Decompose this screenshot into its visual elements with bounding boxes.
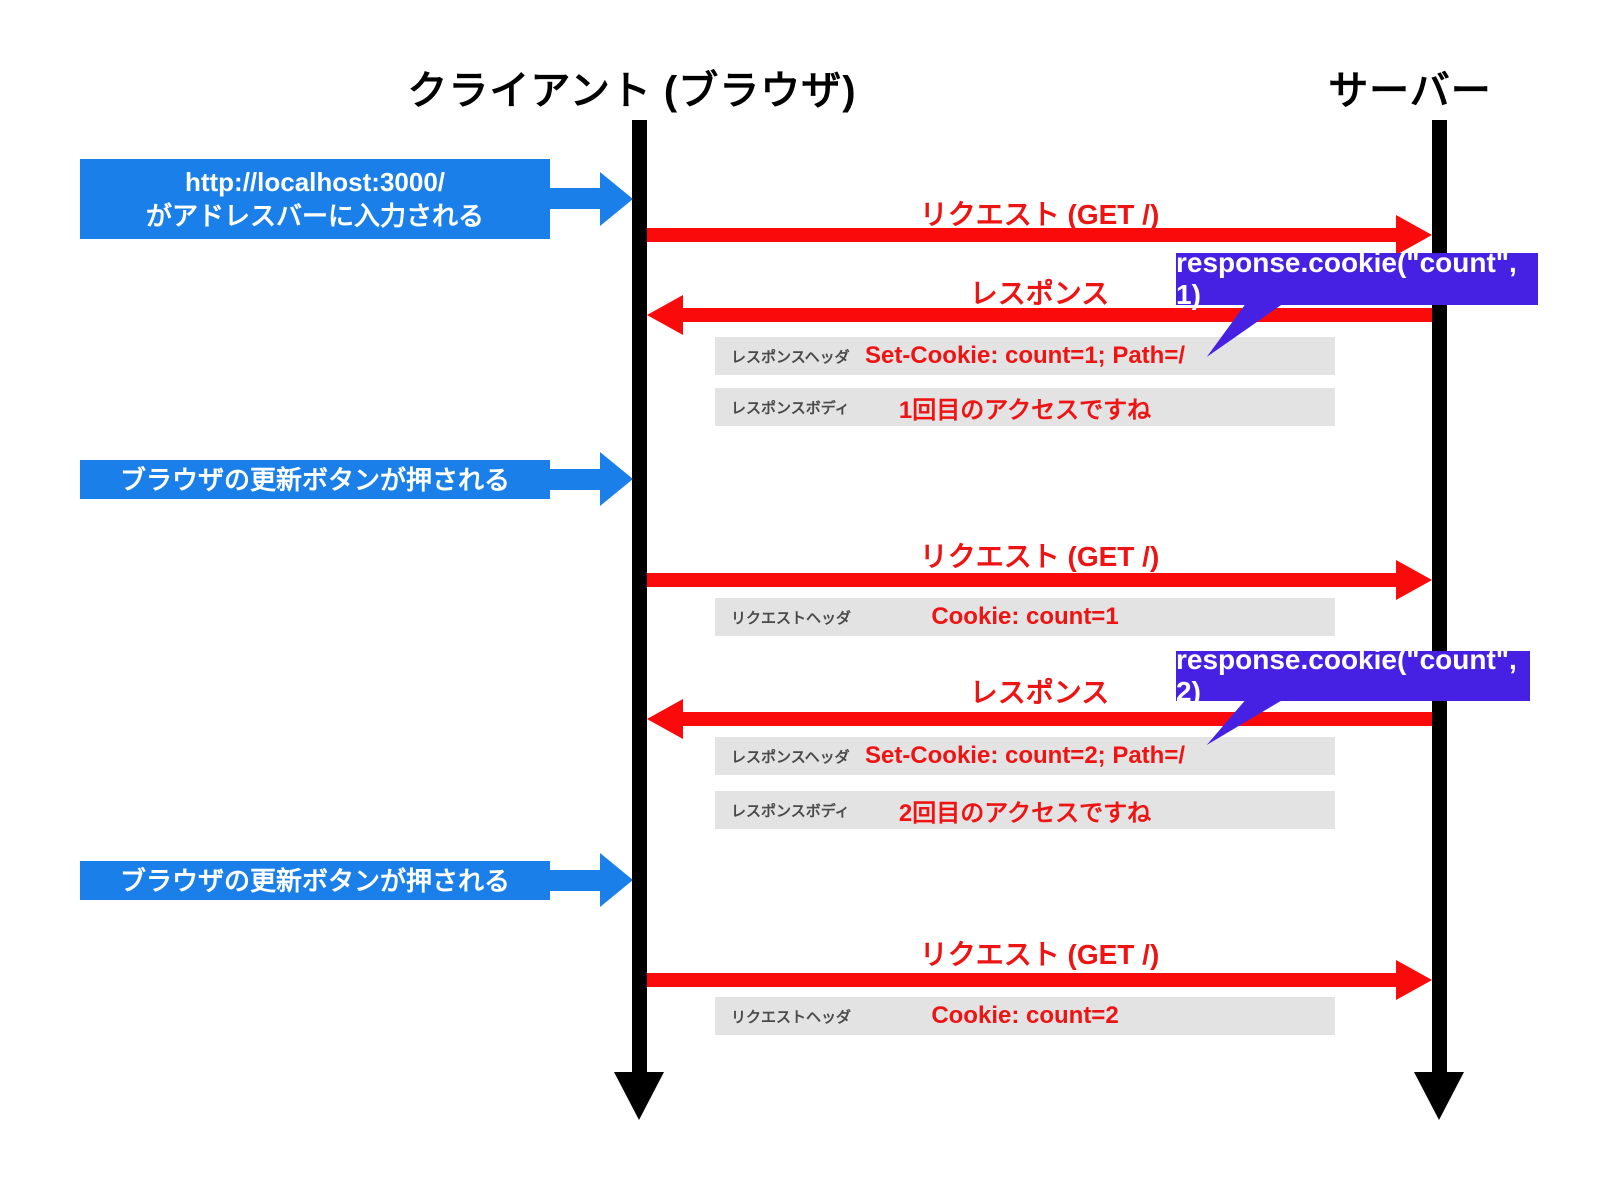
actor-title-client: クライアント (ブラウザ)	[407, 69, 857, 113]
actor-title-server: サーバー	[1328, 69, 1492, 113]
code-callout-set-cookie-2: response.cookie("count", 2)	[1176, 644, 1530, 707]
detail-row-label: レスポンスヘッダ	[731, 748, 850, 766]
response-arrow-shaft	[683, 712, 1440, 726]
code-callout-set-cookie-1: response.cookie("count", 1)	[1176, 247, 1538, 310]
detail-row-label: レスポンスボディ	[731, 802, 850, 820]
request-arrow-head-icon	[1396, 560, 1432, 600]
detail-row-response-header-1: レスポンスヘッダ Set-Cookie: count=1; Path=/	[715, 337, 1335, 375]
request-arrow-shaft	[635, 228, 1396, 242]
request-arrow-head-icon	[1396, 960, 1432, 1000]
message-label-request-1: リクエスト (GET /)	[919, 199, 1160, 230]
lifeline-server-arrowhead-icon	[1414, 1072, 1464, 1120]
event-arrow-shaft	[548, 870, 604, 891]
detail-row-value: Cookie: count=1	[931, 603, 1119, 630]
detail-row-request-header-1: リクエストヘッダ Cookie: count=1	[715, 598, 1335, 636]
event-line: http://localhost:3000/	[184, 167, 446, 197]
event-arrow-head-icon	[600, 853, 633, 907]
detail-row-response-header-2: レスポンスヘッダ Set-Cookie: count=2; Path=/	[715, 737, 1335, 775]
request-arrow-head-icon	[1396, 215, 1432, 255]
detail-row-label: レスポンスボディ	[731, 399, 850, 417]
event-arrow-shaft	[548, 188, 604, 209]
detail-row-value: 1回目のアクセスですね	[898, 396, 1152, 424]
client-event-box-refresh-2: ブラウザの更新ボタンが押される	[80, 861, 550, 900]
detail-row-response-body-2: レスポンスボディ 2回目のアクセスですね	[715, 791, 1335, 829]
event-arrow-head-icon	[600, 452, 633, 506]
detail-row-value: 2回目のアクセスですね	[898, 799, 1152, 827]
event-arrow-head-icon	[600, 172, 633, 226]
detail-row-request-header-2: リクエストヘッダ Cookie: count=2	[715, 997, 1335, 1035]
detail-row-value: Set-Cookie: count=2; Path=/	[864, 742, 1186, 769]
client-event-box-url-entered: http://localhost:3000/ がアドレスバーに入力される	[80, 159, 550, 239]
event-line: ブラウザの更新ボタンが押される	[119, 464, 510, 495]
detail-row-value: Cookie: count=2	[931, 1002, 1119, 1029]
event-arrow-shaft	[548, 469, 604, 490]
request-arrow-shaft	[635, 573, 1396, 587]
lifeline-server	[1432, 120, 1447, 1072]
message-label-response-2: レスポンス	[969, 677, 1110, 708]
response-arrow-head-icon	[647, 699, 683, 739]
response-arrow-head-icon	[647, 295, 683, 335]
event-line: がアドレスバーに入力される	[145, 201, 484, 231]
detail-row-value: Set-Cookie: count=1; Path=/	[864, 342, 1186, 369]
lifeline-client-arrowhead-icon	[614, 1072, 664, 1120]
lifeline-client	[632, 120, 647, 1072]
detail-row-response-body-1: レスポンスボディ 1回目のアクセスですね	[715, 388, 1335, 426]
message-label-response-1: レスポンス	[969, 278, 1110, 309]
detail-row-label: レスポンスヘッダ	[731, 348, 850, 366]
event-line: ブラウザの更新ボタンが押される	[119, 865, 510, 896]
detail-row-label: リクエストヘッダ	[731, 1008, 852, 1026]
message-label-request-3: リクエスト (GET /)	[919, 939, 1160, 970]
request-arrow-shaft	[635, 973, 1396, 987]
detail-row-label: リクエストヘッダ	[731, 609, 852, 627]
client-event-box-refresh-1: ブラウザの更新ボタンが押される	[80, 460, 550, 499]
message-label-request-2: リクエスト (GET /)	[919, 541, 1160, 572]
